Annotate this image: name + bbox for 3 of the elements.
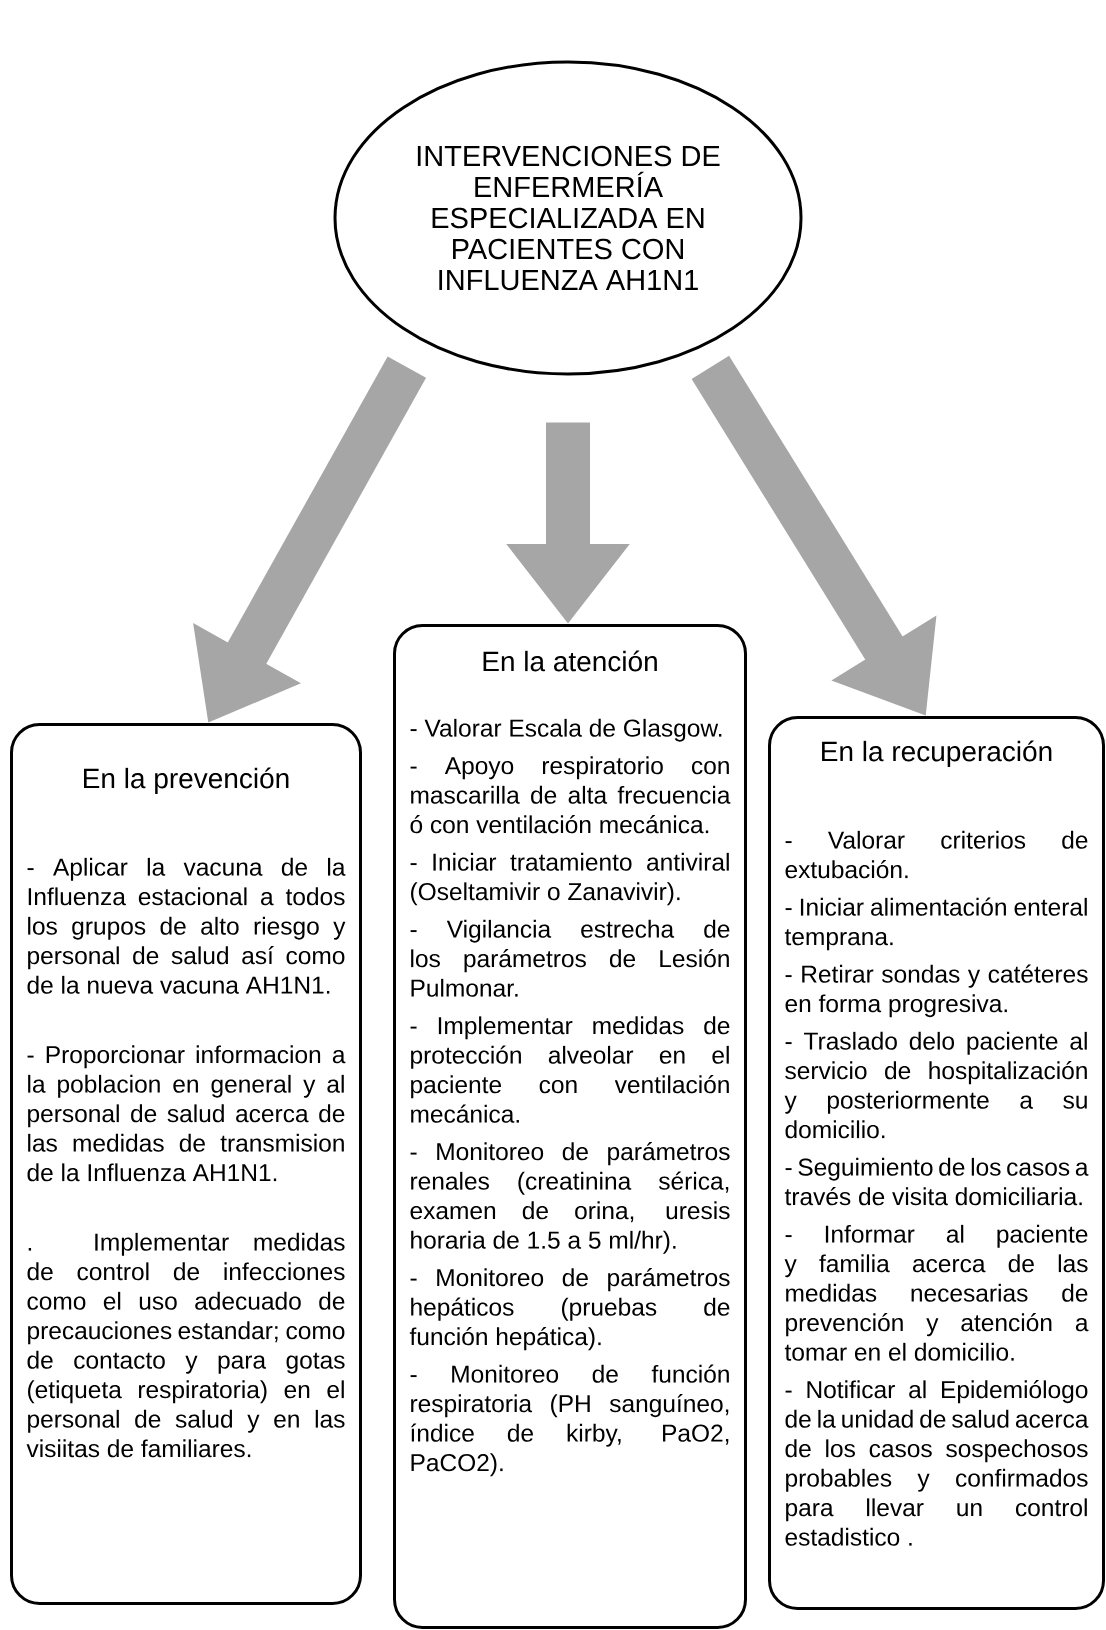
text-box: En la atención - Valorar Escala de Glasgow. - Apoyo respiratorio con mascarilla de alta frecuencia ó con ventilación mecánica. - Iniciar tratamiento antiviral (Oseltamivir o Zanavivir). - Vigilancia estrecha de los parámetros de Lesión Pulmonar. - Implementar medidas de protección alveolar en el paciente con ventilación mecánica. - Monitoreo de parámetros renales (creatinina sérica, examen de orina, uresis horaria de 1.5 a 5 ml/hr). - Monitoreo de parámetros hepáticos (pruebas de función hepática). - Monitoreo de función respiratoria (PH sanguíneo, índice de kirby, PaO2, PaCO2). xyxy=(393,624,747,1629)
text-box: En la recuperación - Valorar criterios de extubación. - Iniciar alimentación enteral temprana. - Retirar sondas y catéteres en forma progresiva. - Traslado delo paciente al servicio de hospitalización y posteriormente a su domicilio. - Seguimiento de los casos a través de visita domiciliaria. - Informar al paciente y familia acerca de las medidas necesarias de prevención y atención a tomar en el domicilio. - Notificar al Epidemiólogo de la unidad de salud acerca de los casos sospechosos probables y confirmados para llevar un control estadistico . xyxy=(768,716,1105,1610)
text-box: En la prevención - Aplicar la vacuna de la Influenza estacional a todos los grupos de alto riesgo y personal de salud así como de la nueva vacuna AH1N1. - Proporcionar informacion a la poblacion en general y al personal de salud acerca de las medidas de transmision de la Influenza AH1N1. . Implementar medidas de control de infecciones como el uso adecuado de precauciones estandar; como de contacto y para gotas (etiqueta respiratoria) en el personal de salud y en las visiitas de familiares. xyxy=(10,723,362,1605)
